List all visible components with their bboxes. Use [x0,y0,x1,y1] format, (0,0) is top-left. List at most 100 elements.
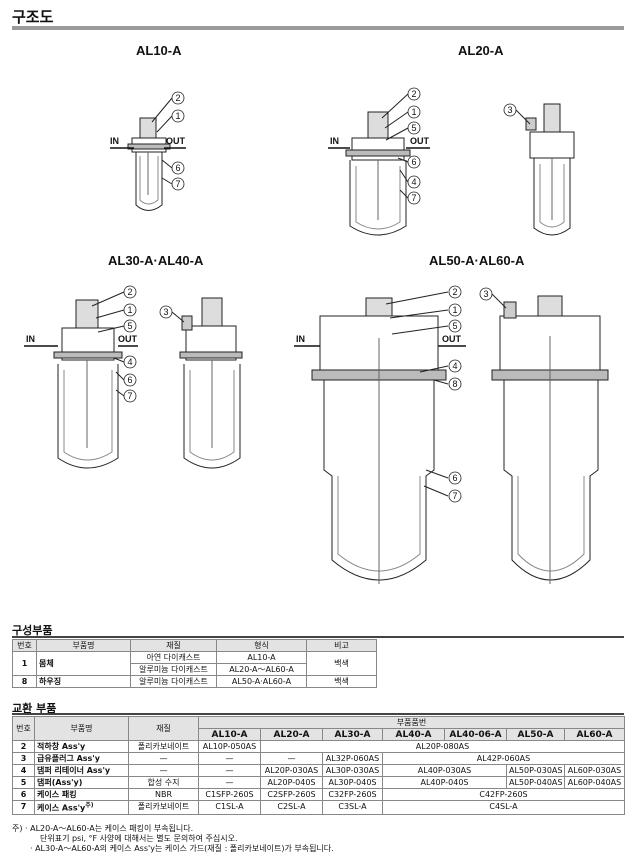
callouts-al30 [123,285,173,403]
callout-7: 7 [127,391,132,401]
table-header-row: 번호 부품명 재질 부품품번 [12,716,625,741]
callout-6: 6 [411,157,416,167]
callout-7: 7 [175,179,180,189]
table-row: 5 댐퍼(Ass'y) 합성 수지 — AL20P-040S AL30P-040… [12,776,625,789]
model-label-al10: AL10-A [136,43,182,58]
header-material: 재질 [128,716,199,741]
row-no: 4 [12,764,35,777]
row-cell: AL20P-030AS [260,764,323,777]
table-row: 7 케이스 Ass'y주) 폴리카보네이트 C1SL-A C2SL-A C3SL… [12,800,625,815]
row-cell: — [198,764,261,777]
header-model: AL40-A [382,728,445,741]
callout-5: 5 [127,321,132,331]
row-cell: AL32P-060AS [322,752,383,765]
callout-5: 5 [452,321,457,331]
callout-1: 1 [452,305,457,315]
row-cell: AL20P-080AS [260,740,625,753]
callout-1: 1 [175,111,180,121]
row-cell: AL10P-050AS [198,740,261,753]
row-no: 6 [12,788,35,801]
row-name: 적하창 Ass'y [34,740,129,753]
port-in-label: IN [26,334,35,344]
callout-7: 7 [411,193,416,203]
row-cell: AL30P-040S [322,776,383,789]
port-out-label: OUT [410,136,430,146]
table-header-row: 번호 부품명 재질 형식 비고 [12,639,377,652]
footnote-line: 주) · AL20-A～AL60-A는 케이스 패킹이 부속됩니다. [12,824,194,833]
row-type: AL20-A～AL60-A [216,663,307,676]
footnotes: 주) · AL20-A～AL60-A는 케이스 패킹이 부속됩니다. 단위표기 … [12,824,624,854]
drawing-al20-front [345,93,411,236]
callout-2: 2 [175,93,180,103]
callout-3: 3 [507,105,512,115]
callouts-al20 [407,87,517,205]
callouts-al50 [448,285,493,503]
row-name: 댐퍼(Ass'y) [34,776,129,789]
row-cell: C4SL-A [382,800,625,815]
header-no: 번호 [12,639,37,652]
parts-table: 번호 부품명 재질 형식 비고 1 몸체 아연 다이캐스트 AL10-A 백색 … [12,639,377,688]
row-no: 3 [12,752,35,765]
row-name: 급유플러그 Ass'y [34,752,129,765]
table-row: 2 적하창 Ass'y 폴리카보네이트 AL10P-050AS AL20P-08… [12,740,625,753]
row-note: 백색 [306,675,377,688]
row-material: 아연 다이캐스트 [130,651,217,664]
callout-6: 6 [452,473,457,483]
callout-4: 4 [452,361,457,371]
row-cell: — [198,776,261,789]
row-name-text: 케이스 Ass'y [37,803,86,813]
header-model: AL60-A [564,728,625,741]
row-cell: AL50P-040AS [506,776,565,789]
row-type: AL10-A [216,651,307,664]
header-type: 형식 [216,639,307,652]
header-model: AL10-A [198,728,261,741]
drawing-al10 [127,97,173,211]
replace-table: 번호 부품명 재질 부품품번 AL10-A AL20-A AL30-A AL40… [12,716,625,815]
callout-5: 5 [411,123,416,133]
callout-2: 2 [452,287,457,297]
drawing-al30-front [53,291,125,469]
callouts-al10 [171,91,185,191]
callout-6: 6 [175,163,180,173]
row-no: 5 [12,776,35,789]
port-in-label: IN [330,136,339,146]
model-label-al50-al60: AL50-A·AL60-A [429,253,525,268]
port-out-label: OUT [442,334,462,344]
port-out-label: OUT [166,136,186,146]
row-name: 케이스 패킹 [34,788,129,801]
row-cell: C3SL-A [322,800,383,815]
table-row: 8 하우징 알루미늄 다이캐스트 AL50-A·AL60-A 백색 [12,675,377,688]
drawing-al50-side [491,293,609,584]
callout-8: 8 [452,379,457,389]
callout-2: 2 [411,89,416,99]
drawing-al50-front [311,291,449,584]
row-material: NBR [128,788,199,801]
header-model: AL40-06-A [444,728,507,741]
footnote-line: 단위표기 psi, °F 사양에 대해서는 별도 문의하여 주십시오. [40,834,238,843]
structure-drawings: 2 1 6 7 2 1 5 6 4 7 3 2 1 5 4 6 7 3 2 1 … [24,87,609,584]
model-label-al30-al40: AL30-A·AL40-A [108,253,204,268]
row-material: 폴리카보네이트 [128,800,199,815]
row-name: 하우징 [36,675,131,688]
row-cell: C42FP-260S [382,788,625,801]
row-no: 7 [12,800,35,815]
row-cell: — [198,752,261,765]
row-material: — [128,764,199,777]
header-model: AL30-A [322,728,383,741]
parts-table-rule [12,636,624,638]
drawing-al30-side [171,297,243,469]
row-cell: — [260,752,323,765]
callout-3: 3 [163,307,168,317]
header-part-no: 부품품번 [198,716,625,729]
header-name: 부품명 [34,716,129,741]
row-name: 케이스 Ass'y주) [34,800,129,815]
callout-4: 4 [127,357,132,367]
callout-4: 4 [411,177,416,187]
title-underline [12,26,624,30]
row-cell: C2SFP-260S [260,788,323,801]
row-material: 알루미늄 다이캐스트 [130,675,217,688]
row-no: 2 [12,740,35,753]
flow-arrows [24,147,466,347]
row-cell: AL20P-040S [260,776,323,789]
row-cell: AL42P-060AS [382,752,625,765]
